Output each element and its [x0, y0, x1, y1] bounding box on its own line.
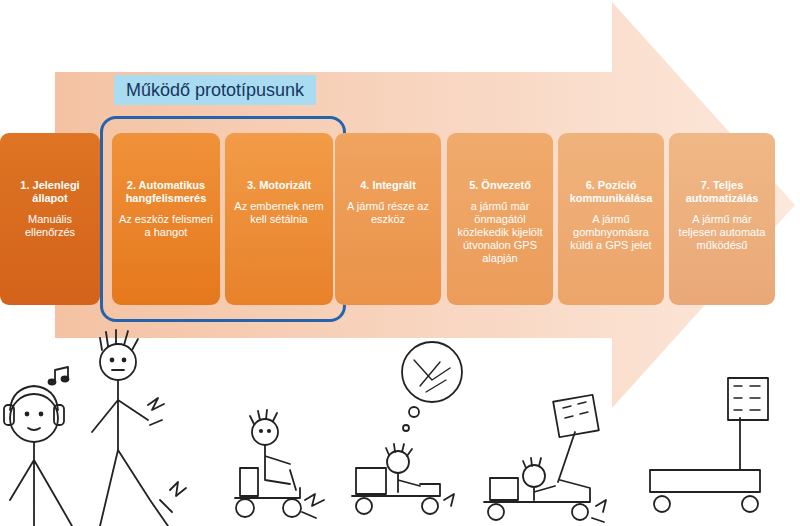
stage-description: Az embernek nem kell sétálnia: [231, 200, 327, 226]
stage-box: 5. Önvezető a jármű már önmagától közleke…: [447, 133, 553, 305]
stage-description: a jármű már önmagától közlekedik kijelöl…: [453, 200, 547, 265]
stage-title: 2. Automatikus hangfelismerés: [118, 179, 214, 205]
stage-box: 4. Integrált A jármű része az eszköz: [335, 133, 441, 305]
automatic-cart: [650, 378, 768, 512]
listening-person: [4, 367, 72, 526]
stage-title: 1. Jelenlegi állapot: [6, 179, 94, 205]
group-label: Működő prototípusunk: [114, 75, 316, 105]
stage-description: A jármű gombnyomásra küldi a GPS jelet: [564, 213, 658, 252]
stage-box: 2. Automatikus hangfelismerés Az eszköz f…: [112, 133, 220, 305]
stage-description: A jármű már teljesen automata működésű: [675, 213, 769, 252]
stage-box: 6. Pozíció kommunikálása A jármű gombnyom…: [558, 133, 664, 305]
stage-title: 3. Motorizált: [231, 179, 327, 192]
stage-box: 1. Jelenlegi állapotManuális ellenőrzés: [0, 133, 100, 305]
prototype-group: Működő prototípusunk2. Automatikus hangf…: [100, 116, 346, 322]
stage-description: A jármű része az eszköz: [341, 200, 435, 226]
stage-title: 5. Önvezető: [453, 179, 547, 192]
gps-vehicle: [484, 395, 606, 522]
stage-title: 4. Integrált: [341, 179, 435, 192]
integrated-vehicle: [352, 342, 462, 514]
stage-title: 6. Pozíció kommunikálása: [564, 179, 658, 205]
walking-person: [92, 330, 186, 526]
stage-description: Manuális ellenőrzés: [6, 213, 94, 239]
cart-rider: [235, 410, 324, 518]
stage-title: 7. Teljes automatizálás: [675, 179, 769, 205]
stage-box: 7. Teljes automatizálás A jármű már telje…: [669, 133, 775, 305]
stage-description: Az eszköz felismeri a hangot: [118, 213, 214, 239]
stage-box: 3. Motorizált Az embernek nem kell sétáln…: [225, 133, 333, 305]
